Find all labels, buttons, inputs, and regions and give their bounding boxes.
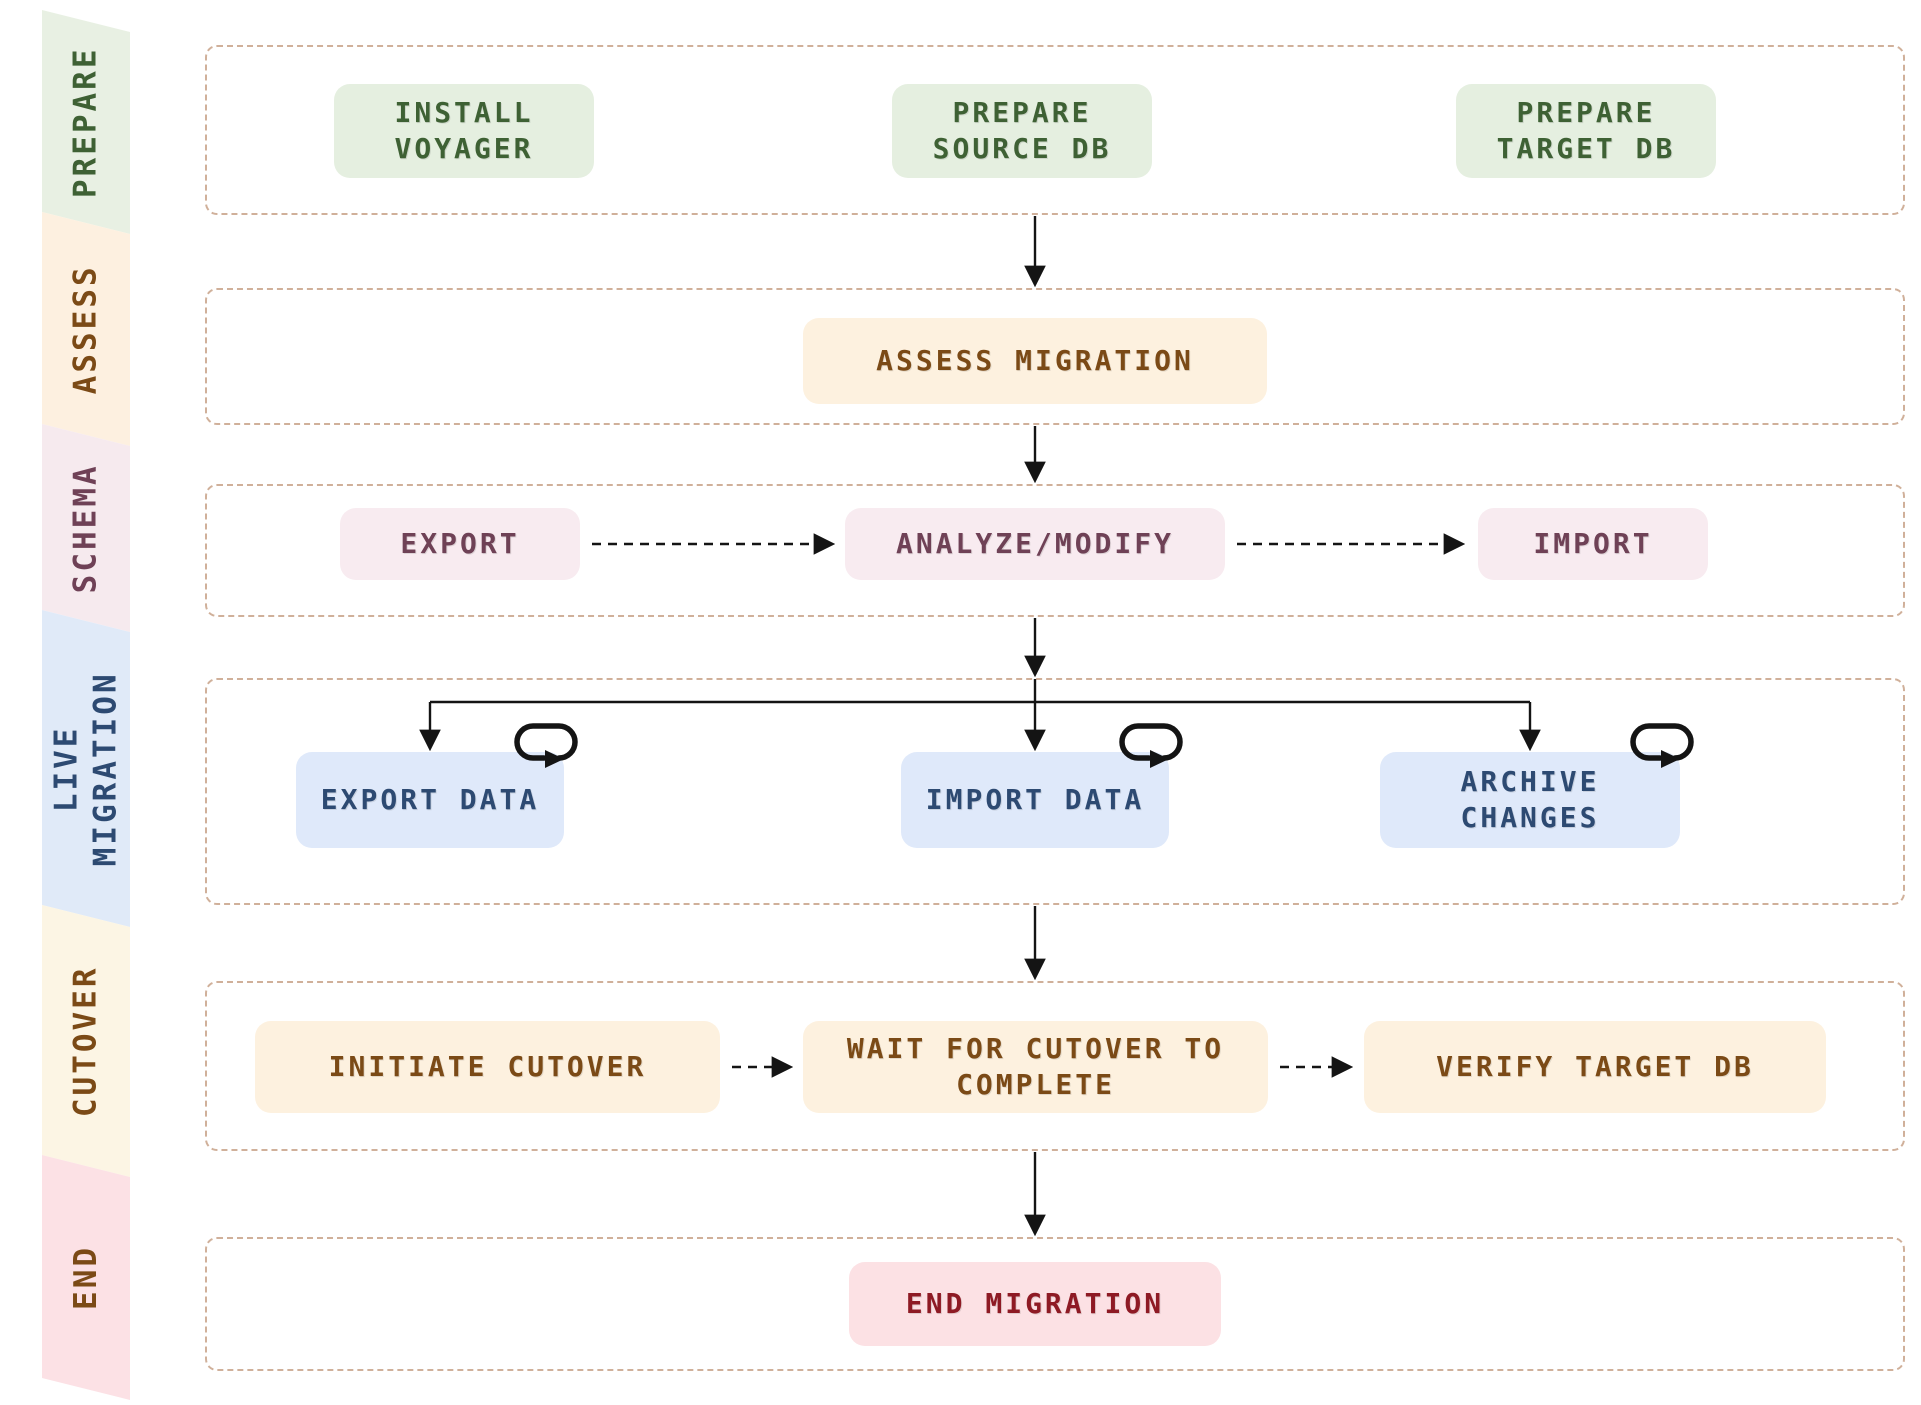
stage-sidebar: PREPARE ASSESS SCHEMA LIVE MIGRATION CUT… [42, 10, 130, 1400]
node-archive-changes-label: ARCHIVE CHANGES [1460, 764, 1600, 834]
stage-band-assess-label: ASSESS [67, 263, 104, 394]
node-end-migration-label: END MIGRATION [905, 1286, 1165, 1320]
node-export-data-label: EXPORT DATA [320, 782, 540, 816]
stage-band-end-label: END [67, 1244, 104, 1310]
node-prepare-target-db-label: PREPARE TARGET DB [1496, 95, 1676, 165]
node-initiate-cutover-label: INITIATE CUTOVER [328, 1049, 647, 1083]
stage-row-prepare [205, 45, 1905, 215]
node-verify-target-db-label: VERIFY TARGET DB [1436, 1049, 1754, 1083]
node-import-schema-label: IMPORT [1533, 526, 1653, 560]
stage-band-live-migration: LIVE MIGRATION [42, 610, 130, 927]
node-verify-target-db: VERIFY TARGET DB [1364, 1021, 1826, 1113]
node-initiate-cutover: INITIATE CUTOVER [255, 1021, 720, 1113]
node-export-schema: EXPORT [340, 508, 580, 580]
node-assess-migration-label: ASSESS MIGRATION [876, 343, 1194, 377]
node-archive-changes: ARCHIVE CHANGES [1380, 752, 1680, 848]
node-install-voyager-label: INSTALL VOYAGER [394, 95, 534, 165]
stage-band-cutover: CUTOVER [42, 905, 130, 1177]
stage-band-prepare-label: PREPARE [67, 46, 104, 198]
node-wait-for-cutover: WAIT FOR CUTOVER TO COMPLETE [803, 1021, 1268, 1113]
node-export-data: EXPORT DATA [296, 752, 564, 848]
stage-band-schema-label: SCHEMA [67, 462, 104, 593]
stage-row-schema [205, 484, 1905, 617]
stage-row-end [205, 1237, 1905, 1371]
node-import-data-label: IMPORT DATA [925, 782, 1145, 816]
node-import-data: IMPORT DATA [901, 752, 1169, 848]
stage-band-live-migration-label: LIVE MIGRATION [48, 670, 124, 866]
node-analyze-modify: ANALYZE/MODIFY [845, 508, 1225, 580]
stage-band-schema: SCHEMA [42, 424, 130, 632]
stage-row-assess [205, 288, 1905, 425]
node-analyze-modify-label: ANALYZE/MODIFY [895, 526, 1174, 560]
node-prepare-source-db: PREPARE SOURCE DB [892, 84, 1152, 178]
stage-band-cutover-label: CUTOVER [67, 965, 104, 1117]
stage-row-live-migration [205, 678, 1905, 905]
node-assess-migration: ASSESS MIGRATION [803, 318, 1267, 404]
node-end-migration: END MIGRATION [849, 1262, 1221, 1346]
node-import-schema: IMPORT [1478, 508, 1708, 580]
node-install-voyager: INSTALL VOYAGER [334, 84, 594, 178]
node-prepare-target-db: PREPARE TARGET DB [1456, 84, 1716, 178]
node-prepare-source-db-label: PREPARE SOURCE DB [932, 95, 1112, 165]
node-export-schema-label: EXPORT [400, 526, 520, 560]
stage-band-prepare: PREPARE [42, 10, 130, 234]
stage-band-end: END [42, 1155, 130, 1400]
node-wait-for-cutover-label: WAIT FOR CUTOVER TO COMPLETE [846, 1031, 1225, 1101]
stage-row-cutover [205, 981, 1905, 1151]
stage-band-assess: ASSESS [42, 212, 130, 446]
